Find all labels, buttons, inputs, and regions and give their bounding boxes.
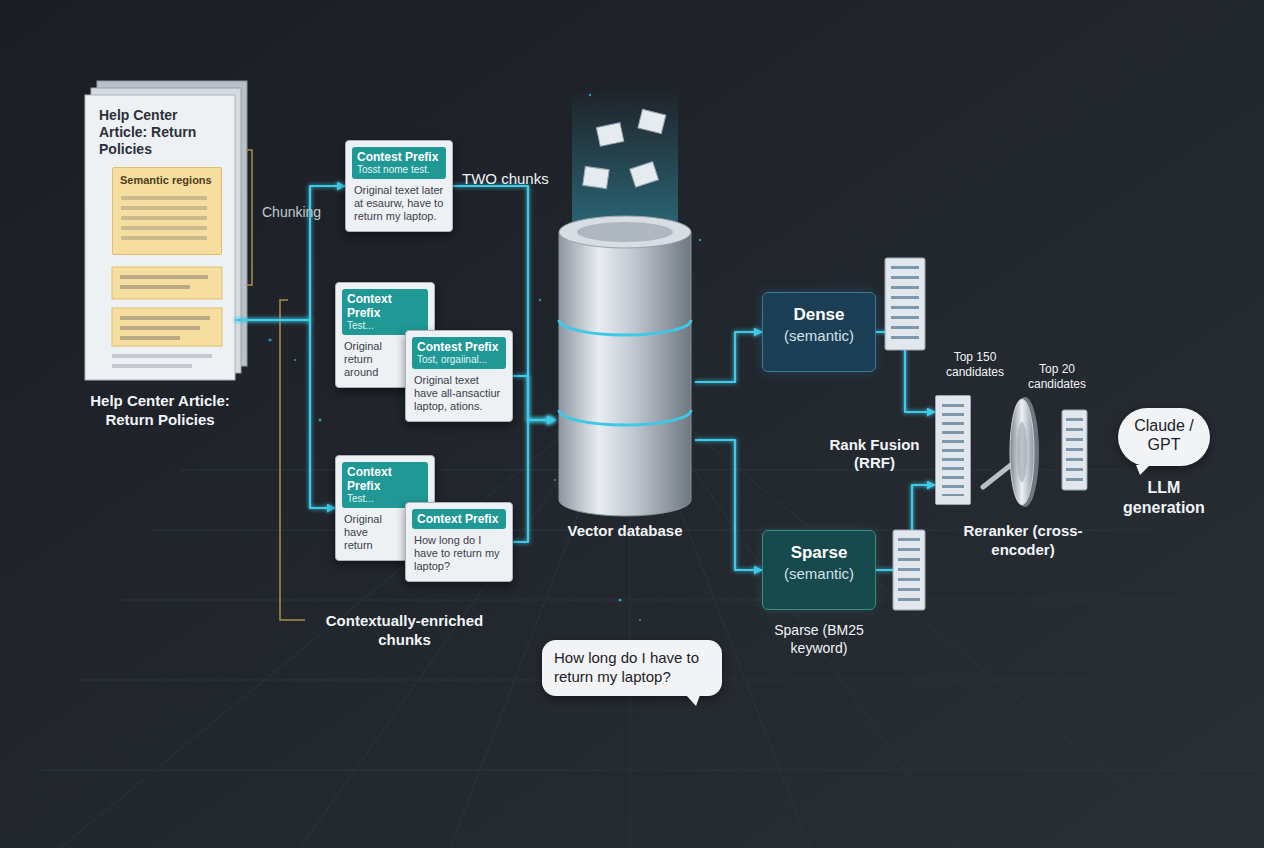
connector-arrow (629, 555, 631, 640)
retriever-box: Sparse (semantic) (762, 530, 876, 610)
reranker: Reranker (cross-encoder) (1003, 395, 1043, 510)
prefix-title: Context Prefix (347, 465, 423, 493)
connector-arrow (695, 332, 762, 382)
box-subtitle: (semantic) (769, 565, 869, 583)
box-title: Sparse (769, 543, 869, 563)
step-label: Chunking (262, 204, 321, 222)
chunk-text: Original texet have all-ansactiur laptop… (412, 369, 506, 415)
document-title: Help Center Article: Return Policies (85, 95, 235, 157)
stage-label: Reranker (cross-encoder) (958, 522, 1088, 560)
semantic-region: Semantic regions (112, 167, 222, 255)
llm-bubble: Claude / GPTLLM generation (1118, 408, 1210, 466)
chunk-card: Contest PrefixTosst nome test.Original t… (345, 140, 453, 232)
reranker-lens (1003, 395, 1043, 510)
group-label: Contextually-enriched chunks (312, 612, 497, 650)
query-bubble: How long do I have to return my laptop? (542, 640, 722, 696)
database-label: Vector database (545, 522, 705, 539)
prefix-title: Context Prefix (417, 512, 501, 526)
retriever-box: Dense (semantic) (762, 292, 876, 372)
connector-arrow (1043, 439, 1118, 441)
model-name: Claude / GPT (1128, 416, 1200, 454)
retriever-caption: Sparse (BM25 keyword) (762, 622, 876, 657)
database-cylinder (555, 210, 695, 555)
chunk-text: How long do I have to return my laptop? (412, 529, 506, 575)
connector-arrow (513, 420, 555, 542)
connector-arrow (235, 320, 335, 508)
stage-label: Rank Fusion (RRF) (827, 436, 922, 472)
context-prefix-header: Contest PrefixTost, orgaiinal... (412, 337, 506, 369)
context-prefix-header: Contest PrefixTosst nome test. (352, 147, 446, 179)
document-page: Help Center Article: Return PoliciesHelp… (85, 95, 235, 380)
document-caption: Help Center Article: Return Policies (65, 392, 255, 430)
prefix-text: Tost, orgaiinal... (417, 354, 501, 366)
region-label: Semantic regions (113, 168, 221, 192)
stage-label: LLM generation (1108, 478, 1220, 518)
chunk-text: Original texet later at esaurw, have to … (352, 179, 446, 225)
candidate-count: Top 150 candidates (943, 350, 1007, 380)
box-subtitle: (semantic) (769, 327, 869, 345)
chunk-card: Context PrefixHow long do I have to retu… (405, 502, 513, 582)
context-prefix-header: Context Prefix (412, 509, 506, 529)
connector-arrow (513, 376, 555, 420)
connector-arrow (235, 186, 345, 320)
prefix-text: Tosst nome test. (357, 164, 441, 176)
connector-arrow (695, 440, 762, 570)
connector-arrow (971, 449, 1003, 451)
query-text: How long do I have to return my laptop? (554, 649, 710, 687)
box-title: Dense (769, 305, 869, 325)
annotation: TWO chunks (462, 170, 549, 189)
prefix-title: Contest Prefix (417, 340, 501, 354)
chunk-card: Contest PrefixTost, orgaiinal...Original… (405, 330, 513, 422)
rank-fusion-list: Rank Fusion (RRF) (935, 395, 971, 505)
prefix-title: Contest Prefix (357, 150, 441, 164)
candidate-count: Top 20 candidates (1024, 362, 1090, 392)
context-prefix-header: Context PrefixTest... (342, 289, 428, 335)
prefix-title: Context Prefix (347, 292, 423, 320)
vector-database: Vector database (555, 210, 695, 555)
